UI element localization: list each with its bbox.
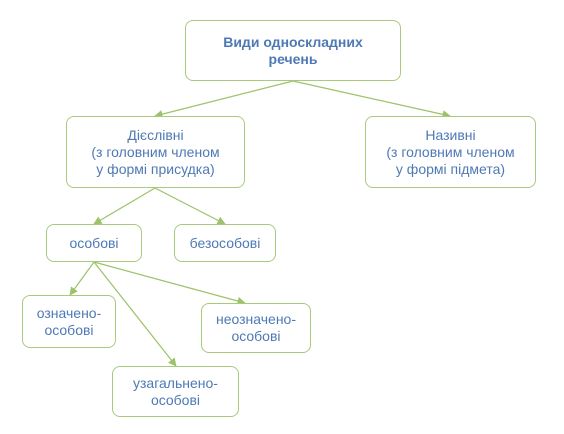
node-nominal: Називні (з головним членом у формі підме… [365, 116, 536, 188]
node-personal: особові [46, 224, 142, 262]
node-sentence-types-label: Види односкладних речень [223, 33, 363, 67]
node-indefinite-personal: неозначено- особові [201, 303, 311, 353]
arrow-verbal-to-personal [93, 187, 156, 225]
node-definite-personal: означено- особові [22, 295, 116, 348]
arrow-personal-to-indefinite [93, 261, 246, 306]
node-impersonal: безособові [174, 224, 276, 262]
node-generalized-personal-label: узагальнено- особові [133, 374, 218, 408]
node-definite-personal-label: означено- особові [36, 304, 102, 338]
node-sentence-types: Види односкладних речень [185, 20, 401, 81]
arrow-verbal-to-impersonal [154, 187, 226, 225]
arrow-root-to-nominal [292, 80, 451, 119]
node-verbal-label: Дієслівні (з головним членом у формі при… [91, 126, 220, 177]
node-indefinite-personal-label: неозначено- особові [215, 311, 297, 344]
node-generalized-personal: узагальнено- особові [112, 366, 239, 417]
node-verbal: Дієслівні (з головним членом у формі при… [66, 116, 245, 188]
arrow-root-to-verbal [154, 80, 294, 119]
node-nominal-label: Називні (з головним членом у формі підме… [386, 126, 515, 177]
node-impersonal-label: безособові [189, 234, 261, 251]
node-personal-label: особові [69, 234, 119, 251]
arrow-personal-to-definite [69, 261, 95, 296]
arrow-personal-to-generalized [93, 261, 177, 367]
